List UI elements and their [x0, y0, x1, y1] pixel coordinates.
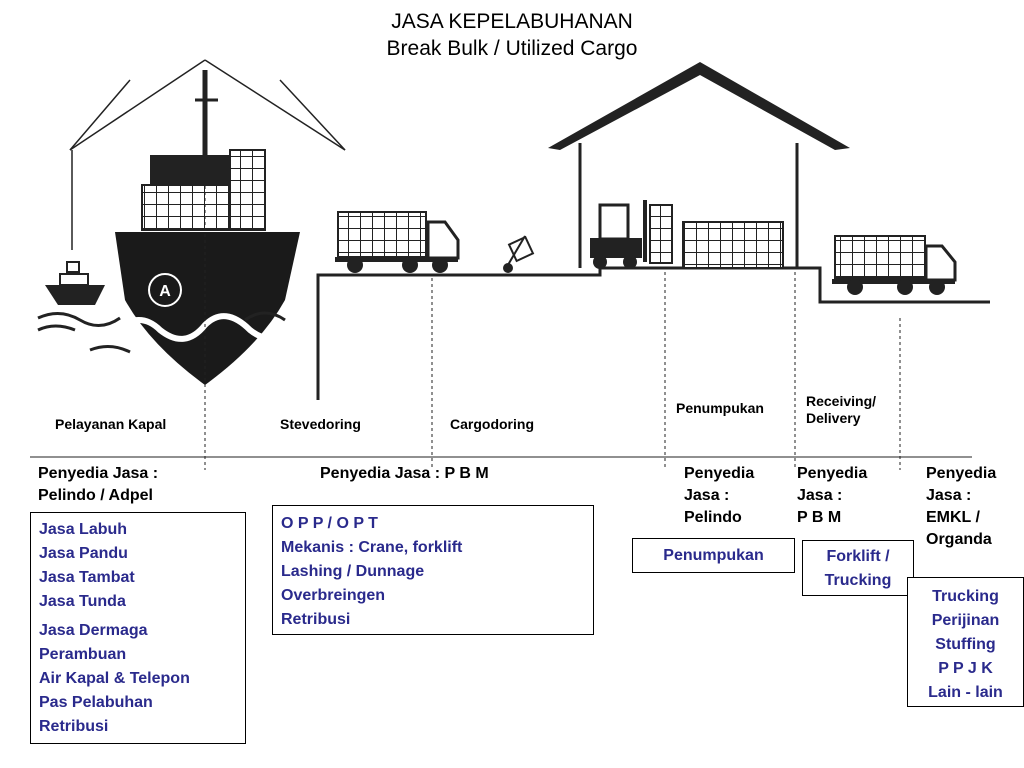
box-penumpukan: Penumpukan	[632, 538, 795, 573]
water-icon	[37, 311, 286, 354]
title-line-2: Break Bulk / Utilized Cargo	[386, 37, 638, 60]
provider-line: Penyedia	[684, 465, 755, 482]
provider-pbm: Penyedia Jasa : P B M	[797, 463, 867, 529]
title-line-1: JASA KEPELABUHANAN	[391, 10, 633, 33]
stage-receiving-line-1: Receiving/	[806, 393, 877, 409]
truck-icon	[335, 211, 460, 273]
box-item: P P J K	[938, 660, 993, 677]
box-item: Forklift /	[826, 548, 890, 565]
provider-pelindo: Penyedia Jasa : Pelindo	[684, 463, 754, 529]
box-item: O P P / O P T	[281, 515, 378, 532]
box-item: Retribusi	[281, 611, 351, 628]
crane-wires	[69, 59, 346, 250]
provider-line: Penyedia	[926, 465, 997, 482]
box-item: Overbreingen	[281, 587, 386, 604]
box-item: Jasa Pandu	[39, 545, 128, 562]
box-item: Jasa Labuh	[39, 521, 128, 538]
provider-line: Penyedia Jasa :	[38, 465, 159, 482]
cargo-stack-icon	[682, 221, 784, 269]
stage-stevedoring: Stevedoring	[280, 416, 361, 432]
port-illustration: A	[30, 59, 990, 470]
box-item: Perambuan	[39, 646, 127, 663]
provider-line: Pelindo / Adpel	[38, 487, 153, 504]
box-forklift-trucking: Forklift / Trucking	[802, 540, 914, 596]
provider-line: Jasa :	[684, 487, 730, 504]
ship-icon: A	[113, 70, 303, 385]
quay-line	[316, 266, 990, 400]
box-item: Stuffing	[935, 636, 996, 653]
provider-line: Pelindo	[684, 509, 742, 526]
box-emkl-services: Trucking Perijinan Stuffing P P J K Lain…	[907, 577, 1024, 707]
box-item: Pas Pelabuhan	[39, 694, 153, 711]
box-item: Jasa Dermaga	[39, 622, 148, 639]
provider-pelindo-adpel: Penyedia Jasa : Pelindo / Adpel	[38, 463, 158, 507]
provider-line: Penyedia	[797, 465, 868, 482]
page-title: JASA KEPELABUHANAN Break Bulk / Utilized…	[0, 8, 1024, 62]
provider-pbm-main: Penyedia Jasa : P B M	[320, 465, 489, 482]
provider-line: Jasa :	[797, 487, 843, 504]
ship-emblem: A	[159, 283, 171, 300]
box-item: Trucking	[824, 572, 892, 589]
provider-line: Organda	[926, 531, 992, 548]
box-item: Jasa Tambat	[39, 569, 135, 586]
stage-receiving-line-2: Delivery	[806, 410, 861, 426]
box-item: Retribusi	[39, 718, 109, 735]
provider-line: EMKL /	[926, 509, 980, 526]
provider-line: Jasa :	[926, 487, 972, 504]
box-item: Trucking	[932, 588, 999, 605]
delivery-truck-icon	[832, 235, 957, 295]
stage-cargodoring: Cargodoring	[450, 416, 534, 432]
box-item: Lain - lain	[928, 684, 1003, 701]
warehouse-icon	[548, 62, 850, 268]
forklift-icon	[590, 200, 673, 269]
stage-penumpukan: Penumpukan	[676, 400, 764, 416]
box-item: Jasa Tunda	[39, 593, 126, 610]
box-item: Air Kapal & Telepon	[39, 670, 190, 687]
stage-dividers	[204, 150, 901, 470]
provider-line: P B M	[797, 509, 842, 526]
stage-pelayanan-kapal: Pelayanan Kapal	[55, 416, 167, 432]
hand-cart-icon	[503, 235, 535, 273]
small-boat-icon	[45, 261, 105, 305]
box-item: Mekanis : Crane, forklift	[281, 539, 463, 556]
box-item: Penumpukan	[663, 547, 764, 564]
stage-receiving-delivery: Receiving/ Delivery	[806, 393, 876, 427]
box-stevedoring: O P P / O P T Mekanis : Crane, forklift …	[272, 505, 594, 635]
provider-emkl-organda: Penyedia Jasa : EMKL / Organda	[926, 463, 996, 551]
box-jasa-kapal: Jasa Labuh Jasa Pandu Jasa Tambat Jasa T…	[30, 512, 246, 744]
box-item: Perijinan	[931, 612, 1000, 629]
box-item: Lashing / Dunnage	[281, 563, 425, 580]
